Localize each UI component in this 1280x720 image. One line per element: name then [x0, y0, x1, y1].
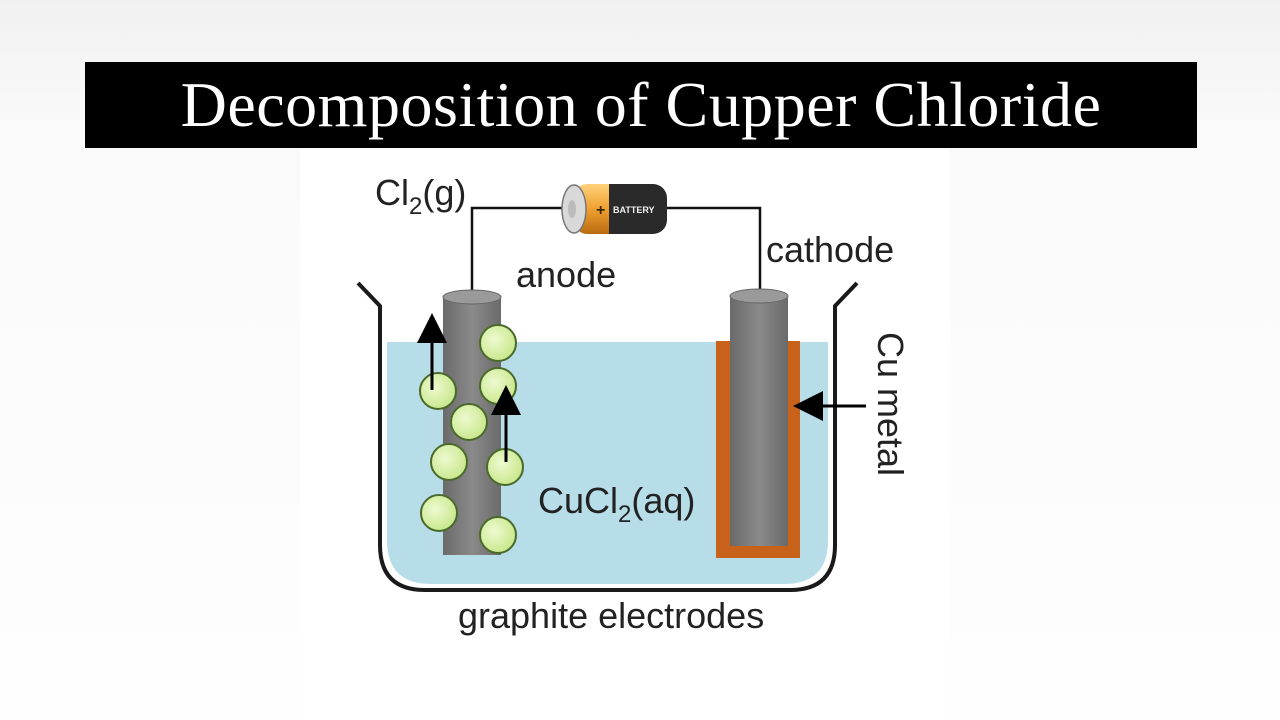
bubble — [450, 403, 488, 441]
wire-right — [665, 206, 762, 294]
beaker — [356, 281, 859, 592]
electrodes-label: graphite electrodes — [458, 595, 764, 636]
battery-icon: + BATTERY — [561, 184, 667, 234]
bubble — [479, 367, 517, 405]
bubble — [430, 443, 468, 481]
metal-label: Cu metal — [870, 332, 911, 476]
cathode-label: cathode — [766, 229, 894, 270]
wire-left — [470, 206, 565, 298]
bubble — [419, 372, 457, 410]
bubble — [479, 324, 517, 362]
bubble — [479, 516, 517, 554]
gas-label: Cl2(g) — [375, 172, 466, 220]
page-title: Decomposition of Cupper Chloride — [180, 69, 1102, 140]
solution-label: CuCl2(aq) — [538, 480, 695, 528]
cathode-electrode — [729, 288, 789, 546]
battery-plus: + — [596, 202, 605, 219]
title-bar: Decomposition of Cupper Chloride — [85, 62, 1197, 148]
anode-label: anode — [516, 254, 616, 295]
gas-bubbles — [419, 324, 524, 554]
battery-label: BATTERY — [613, 205, 655, 215]
bubble — [420, 494, 458, 532]
